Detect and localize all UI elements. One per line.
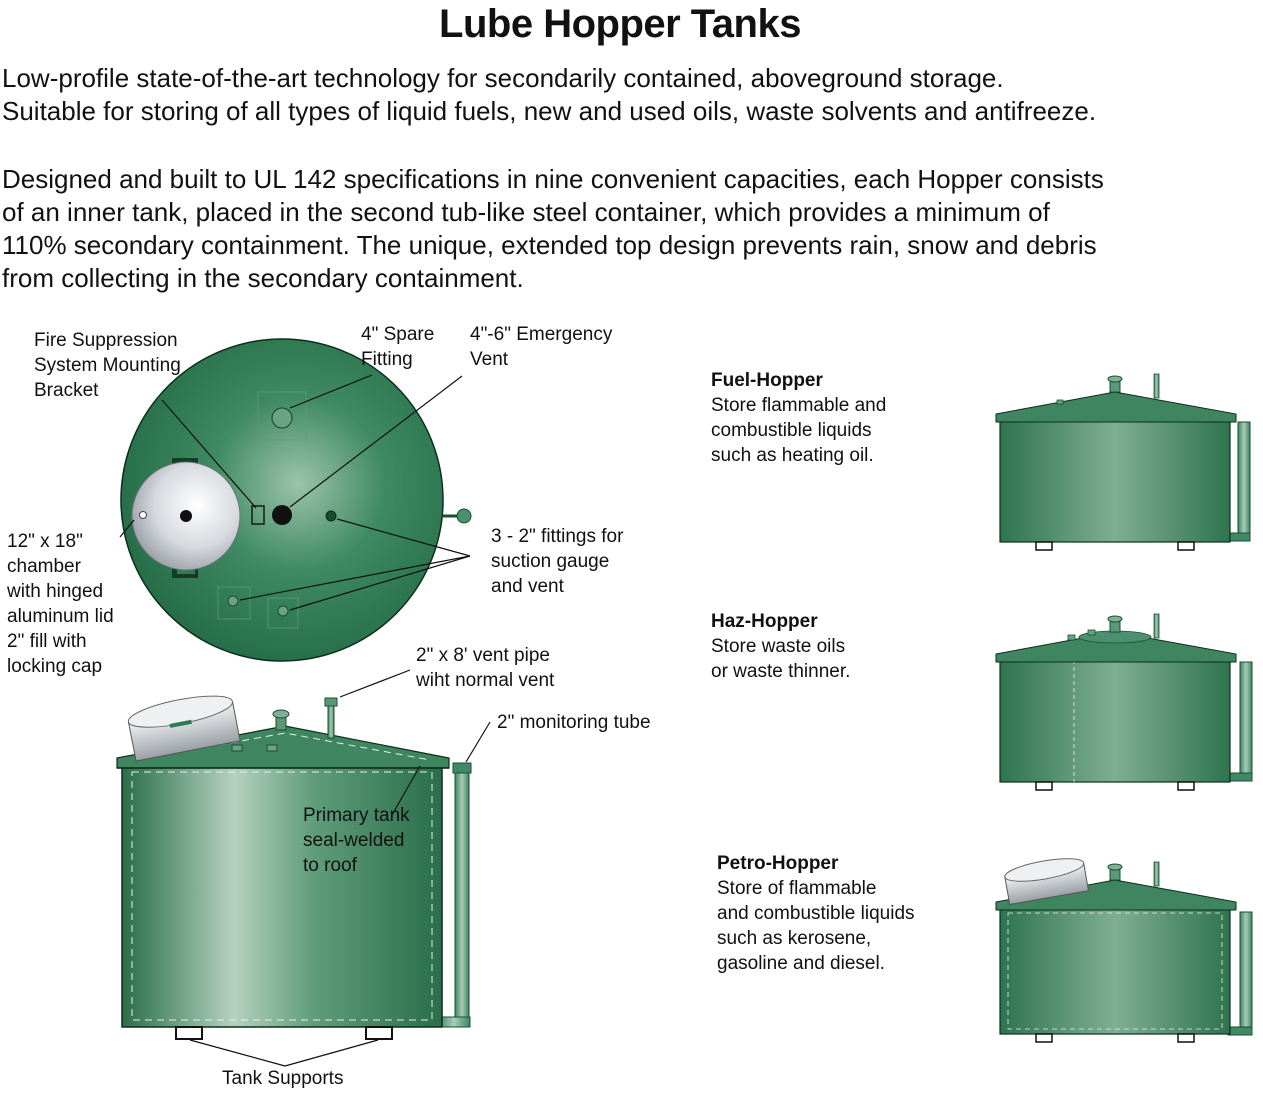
emergency-vent bbox=[272, 505, 292, 525]
intro-line: Low-profile state-of-the-art technology … bbox=[2, 63, 1004, 93]
model-petro-hopper: Petro-Hopper Store of flammable and comb… bbox=[717, 853, 915, 974]
haz-hopper-illustration bbox=[995, 613, 1253, 791]
monitoring-tube bbox=[454, 765, 470, 1021]
chamber-lid bbox=[127, 695, 241, 762]
fitting-frame bbox=[217, 586, 251, 620]
body-line: from collecting in the secondary contain… bbox=[2, 263, 524, 293]
fitting-1 bbox=[325, 510, 337, 522]
model-haz-hopper: Haz-Hopper Store waste oils or waste thi… bbox=[711, 611, 851, 682]
fitting-frame bbox=[267, 597, 299, 629]
chamber-latch-icon bbox=[139, 511, 147, 519]
label-primary-tank: Primary tank seal-welded to roof bbox=[303, 805, 410, 876]
label-emergency-vent: 4"-6" Emergency Vent bbox=[470, 324, 613, 370]
monitoring-knob bbox=[456, 508, 472, 524]
fill-cap-icon bbox=[180, 510, 192, 522]
body-line: 110% secondary containment. The unique, … bbox=[2, 230, 1097, 260]
fire-bracket bbox=[251, 505, 265, 525]
model-name: Haz-Hopper bbox=[711, 611, 818, 632]
label-spare-fitting: 4" Spare Fitting bbox=[361, 324, 435, 370]
model-fuel-hopper: Fuel-Hopper Store flammable and combusti… bbox=[711, 370, 887, 466]
tank-roof bbox=[116, 725, 450, 769]
label-fittings: 3 - 2" fittings for suction gauge and ve… bbox=[491, 526, 624, 597]
spare-fitting-frame bbox=[257, 391, 307, 441]
fitting-2 bbox=[227, 595, 239, 607]
spare-fitting bbox=[271, 407, 293, 429]
label-vent-pipe: 2" x 8' vent pipe wiht normal vent bbox=[416, 645, 555, 691]
model-name: Petro-Hopper bbox=[717, 853, 839, 874]
model-name: Fuel-Hopper bbox=[711, 370, 823, 391]
primary-tank-outline bbox=[131, 771, 433, 1021]
intro-line: Suitable for storing of all types of liq… bbox=[2, 96, 1097, 126]
tank-top-disk bbox=[120, 338, 444, 662]
body-line: of an inner tank, placed in the second t… bbox=[2, 197, 1050, 227]
tank-body bbox=[121, 764, 443, 1028]
label-monitoring-tube: 2" monitoring tube bbox=[497, 712, 651, 733]
label-tank-supports: Tank Supports bbox=[222, 1068, 344, 1089]
fuel-hopper-illustration bbox=[995, 373, 1251, 551]
body-paragraph: Designed and built to UL 142 specificati… bbox=[2, 163, 1104, 295]
petro-hopper-illustration bbox=[995, 858, 1253, 1043]
vent-pipe bbox=[327, 701, 335, 739]
tank-support bbox=[175, 1026, 203, 1040]
tank-support bbox=[365, 1026, 393, 1040]
page-title: Lube Hopper Tanks bbox=[439, 2, 801, 46]
fitting-3 bbox=[277, 605, 289, 617]
side-view bbox=[116, 695, 472, 1040]
label-chamber: 12" x 18" chamber with hinged aluminum l… bbox=[7, 531, 114, 677]
body-line: Designed and built to UL 142 specificati… bbox=[2, 164, 1104, 194]
top-view bbox=[120, 338, 472, 662]
intro-paragraph: Low-profile state-of-the-art technology … bbox=[2, 62, 1096, 128]
leader-lines bbox=[119, 374, 491, 1067]
label-fire-bracket: Fire Suppression System Mounting Bracket bbox=[34, 330, 181, 401]
